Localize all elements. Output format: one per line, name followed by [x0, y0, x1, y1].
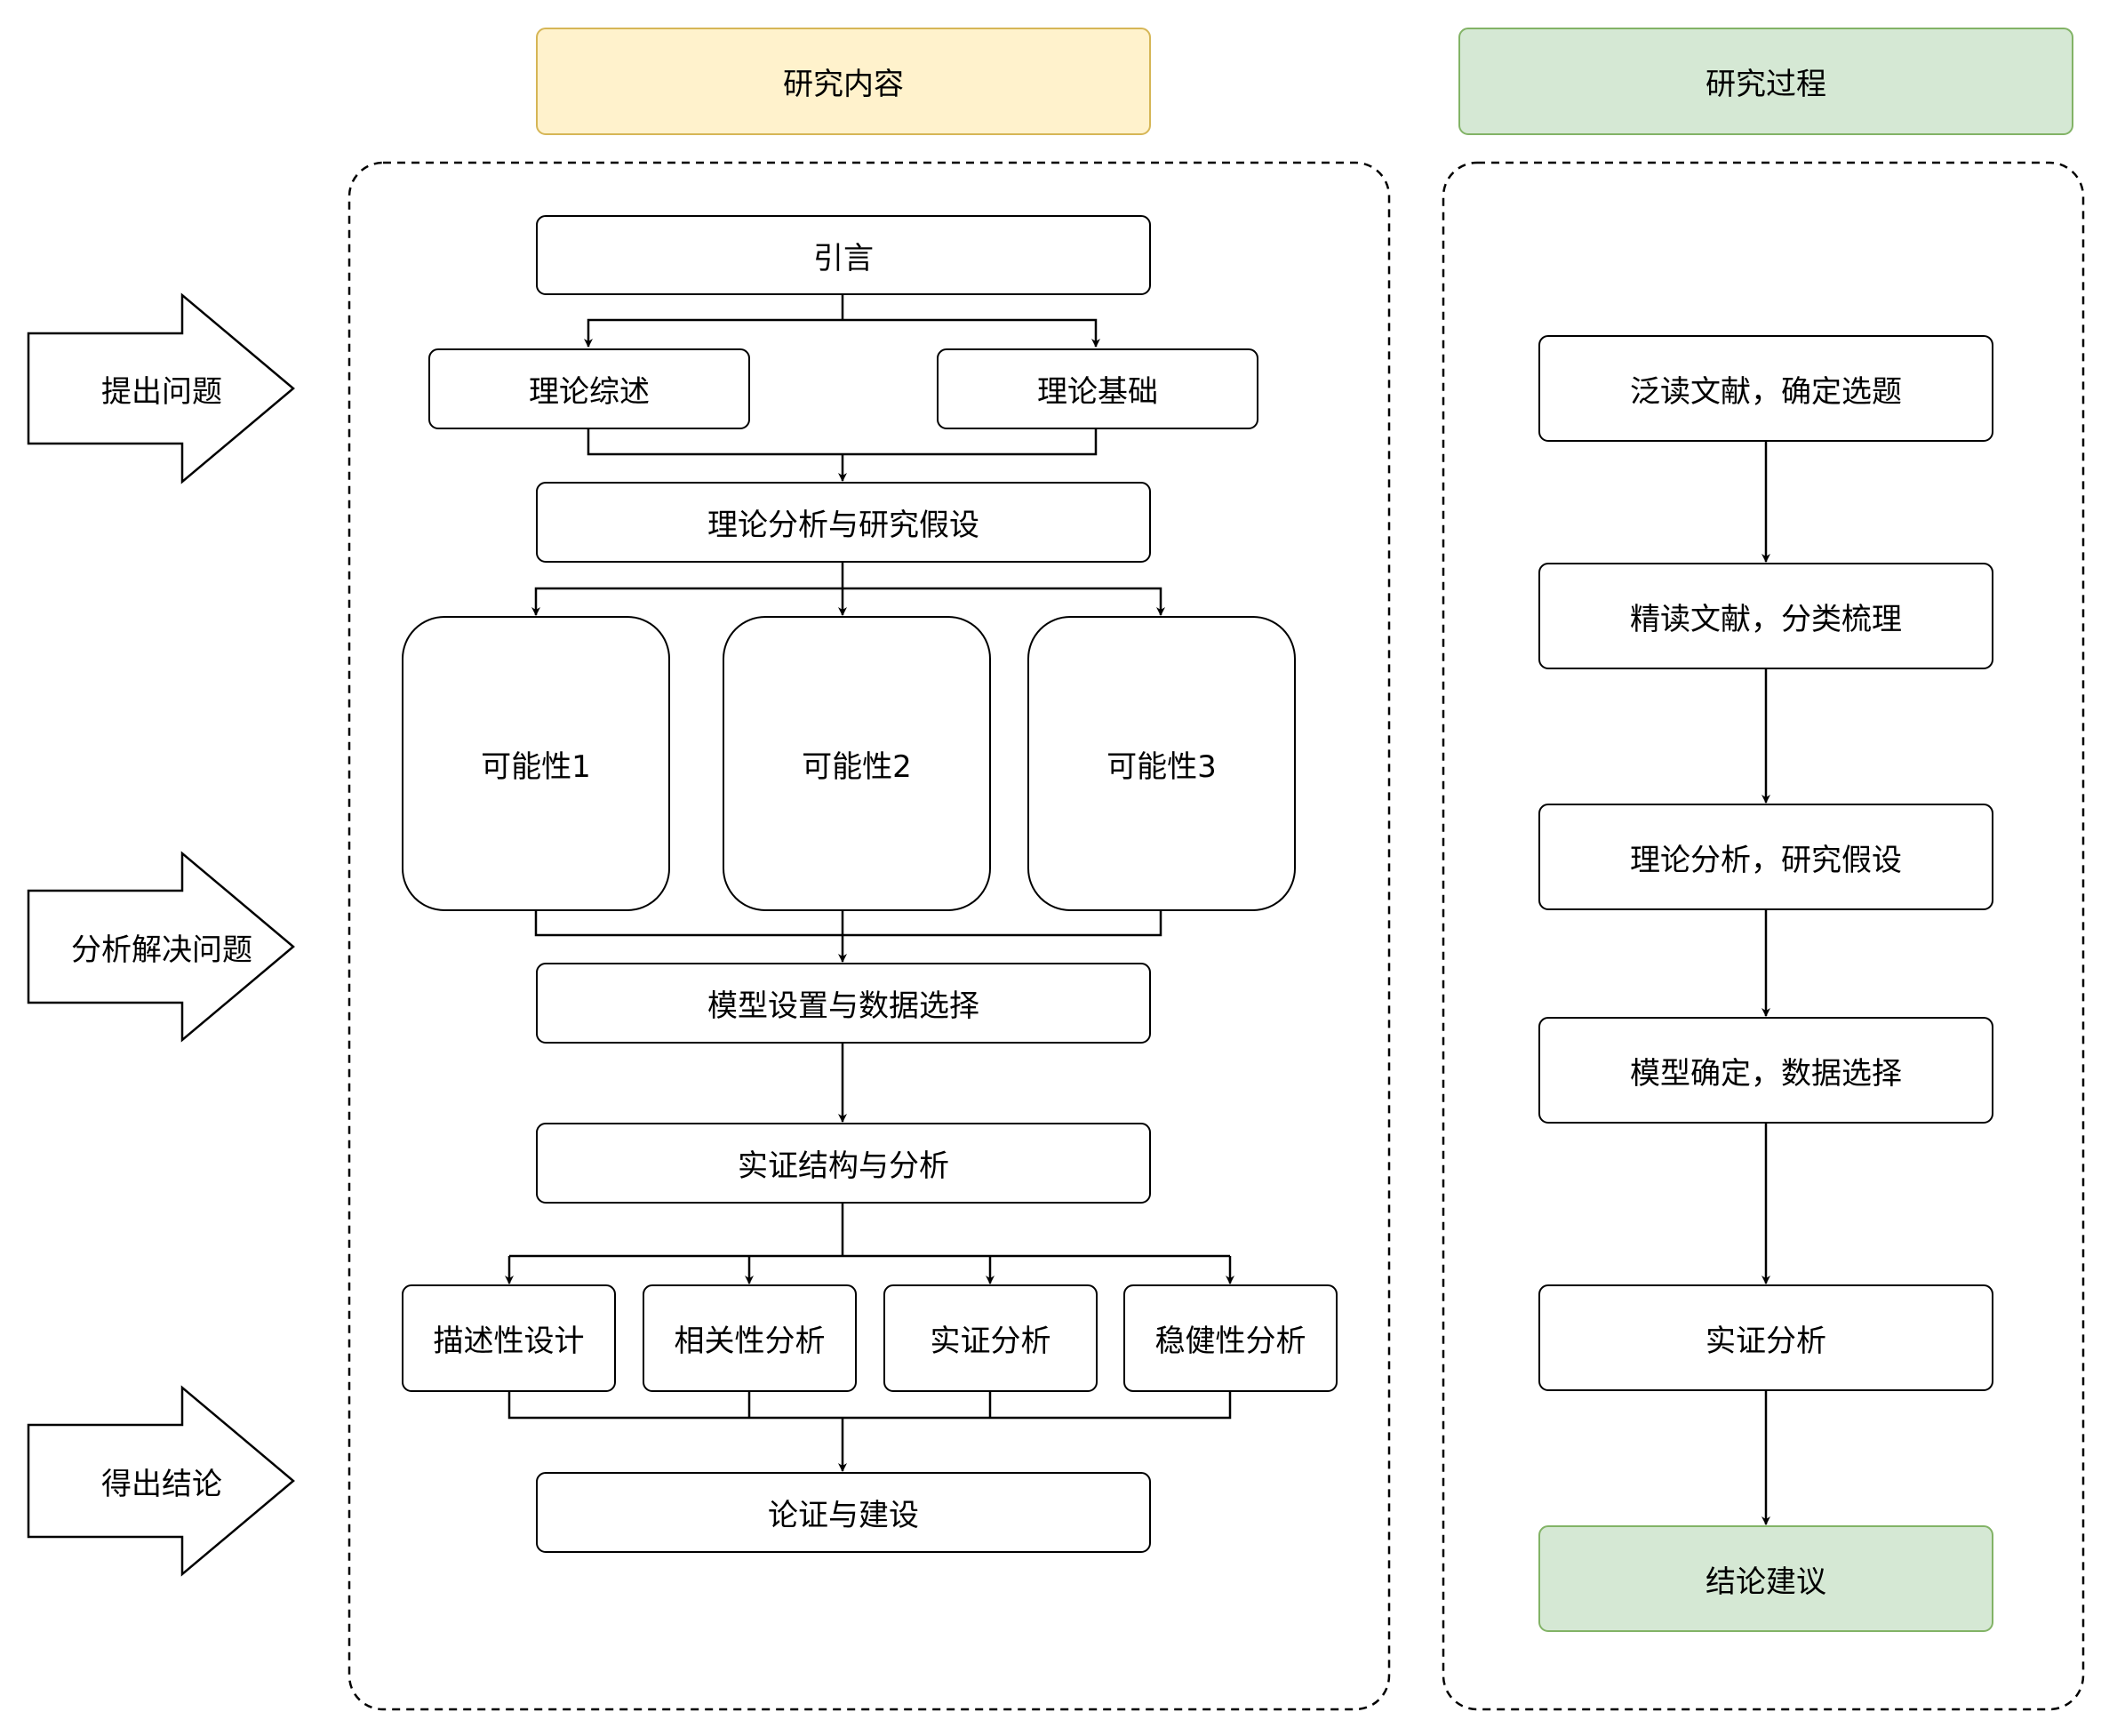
edge-merge-analyses	[507, 1392, 1232, 1420]
edge-split-possibility-3	[843, 587, 1165, 616]
node-empirical-structure: 实证结构与分析	[536, 1123, 1151, 1204]
process-step-1: 泛读文献，确定选题	[1538, 335, 1993, 442]
node-intro: 引言	[536, 215, 1151, 295]
edge-split-foundation	[843, 318, 1100, 348]
node-model-data: 模型设置与数据选择	[536, 963, 1151, 1044]
node-analysis-descriptive: 描述性设计	[402, 1284, 616, 1392]
process-step-5: 实证分析	[1538, 1284, 1993, 1391]
stage-arrow-conclude-shape	[27, 1385, 295, 1577]
process-step-2: 精读文献，分类梳理	[1538, 563, 1993, 669]
node-hypothesis: 理论分析与研究假设	[536, 482, 1151, 563]
node-possibility-3: 可能性3	[1027, 616, 1296, 911]
edge-split-review	[584, 318, 843, 348]
node-analysis-robustness: 稳健性分析	[1123, 1284, 1338, 1392]
header-research-process: 研究过程	[1458, 28, 2073, 135]
edge-merge-possibilities	[534, 911, 1162, 937]
node-argument: 论证与建设	[536, 1472, 1151, 1553]
header-research-content: 研究内容	[536, 28, 1151, 135]
edge-split-possibility-1	[531, 587, 843, 616]
node-theory-foundation: 理论基础	[937, 348, 1258, 429]
content-group-frame	[348, 161, 1391, 1711]
process-group-frame	[1442, 161, 2085, 1711]
node-analysis-correlation: 相关性分析	[643, 1284, 857, 1392]
process-step-6: 结论建议	[1538, 1525, 1993, 1632]
stage-arrow-ask-shape	[27, 292, 295, 484]
stage-ask-label: 提出问题	[101, 373, 222, 410]
edge-merge-review-foundation	[587, 429, 1098, 456]
content-connectors	[505, 294, 1234, 1472]
node-possibility-1: 可能性1	[402, 616, 670, 911]
stage-analyze-label: 分析解决问题	[71, 932, 252, 968]
process-step-4: 模型确定，数据选择	[1538, 1017, 1993, 1124]
stage-conclude-label: 得出结论	[101, 1466, 222, 1502]
node-analysis-empirical: 实证分析	[883, 1284, 1098, 1392]
stage-arrow-analyze-shape	[27, 851, 295, 1043]
node-possibility-2: 可能性2	[723, 616, 991, 911]
node-theory-review: 理论综述	[428, 348, 750, 429]
process-step-3: 理论分析，研究假设	[1538, 804, 1993, 910]
